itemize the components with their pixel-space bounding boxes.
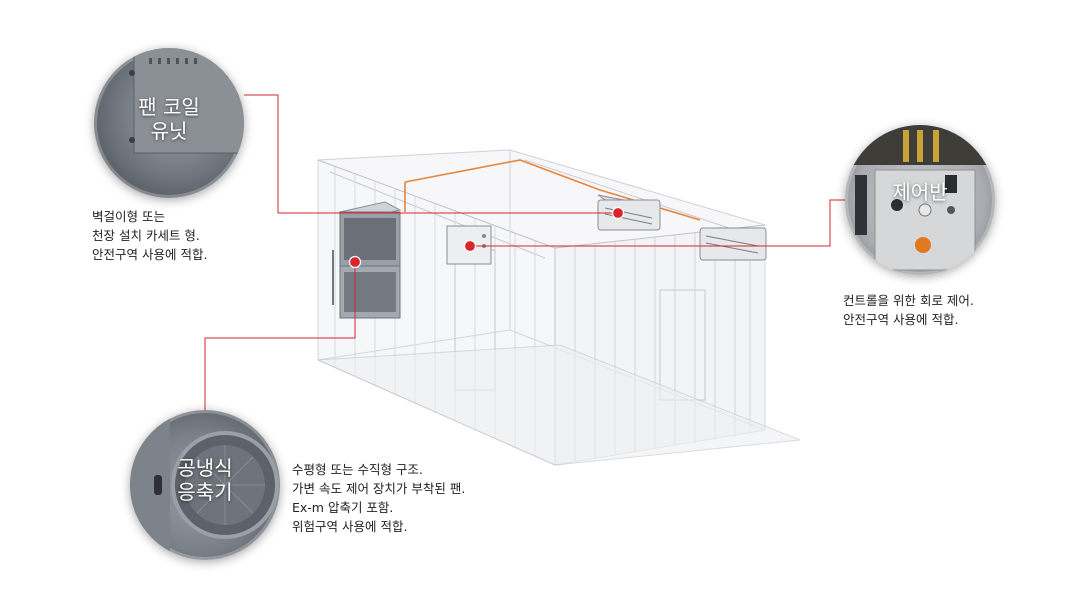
- fan-coil-desc-line-3: 안전구역 사용에 적합.: [92, 247, 208, 262]
- fan-coil-title-line-2: 유닛: [150, 119, 188, 143]
- fan-coil-description: 벽걸이형 또는 천장 설치 카세트 형. 안전구역 사용에 적합.: [92, 207, 207, 264]
- marker-fan-coil: [611, 206, 625, 220]
- fan-coil-desc-line-1: 벽걸이형 또는: [92, 209, 165, 224]
- control-panel-title: 제어반: [892, 180, 948, 204]
- fan-coil-unit-photo: 팬 코일 유닛: [94, 48, 244, 198]
- control-panel-desc-line-2: 안전구역 사용에 적합.: [843, 312, 959, 327]
- condenser-photo: 공냉식 응축기: [130, 410, 280, 560]
- leader-fan-coil: [244, 94, 618, 214]
- fan-coil-unit: [597, 194, 661, 231]
- condenser-desc-line-3: Ex-m 압축기 포함.: [292, 500, 394, 515]
- control-panel-box: [446, 225, 492, 265]
- leader-control-panel: [470, 199, 845, 247]
- leader-condenser: [204, 262, 356, 418]
- condenser-photo-art: [130, 410, 279, 560]
- control-panel-photo-art: [845, 125, 995, 271]
- marker-control-panel: [463, 239, 477, 253]
- fan-coil-desc-line-2: 천장 설치 카세트 형.: [92, 228, 200, 243]
- fan-coil-unit-secondary: [699, 227, 767, 261]
- condenser-description: 수평형 또는 수직형 구조. 가변 속도 제어 장치가 부착된 팬. Ex-m …: [292, 460, 465, 536]
- marker-dots: [348, 206, 625, 269]
- condenser-title-line-2: 응축기: [177, 480, 233, 504]
- control-panel-photo: 제어반: [845, 125, 995, 275]
- fan-coil-photo-art: [129, 48, 244, 154]
- condenser-title-line-1: 공냉식: [177, 456, 233, 480]
- condenser-unit: [332, 201, 402, 319]
- condenser-desc-line-2: 가변 속도 제어 장치가 부착된 팬.: [292, 481, 466, 496]
- condenser-desc-line-4: 위험구역 사용에 적합.: [292, 519, 408, 534]
- marker-condenser: [348, 255, 362, 269]
- control-panel-desc-line-1: 컨트롤을 위한 회로 제어.: [843, 293, 974, 308]
- control-panel-description: 컨트롤을 위한 회로 제어. 안전구역 사용에 적합.: [843, 291, 974, 329]
- fan-coil-title-line-1: 팬 코일: [138, 95, 200, 119]
- condenser-desc-line-1: 수평형 또는 수직형 구조.: [292, 462, 423, 477]
